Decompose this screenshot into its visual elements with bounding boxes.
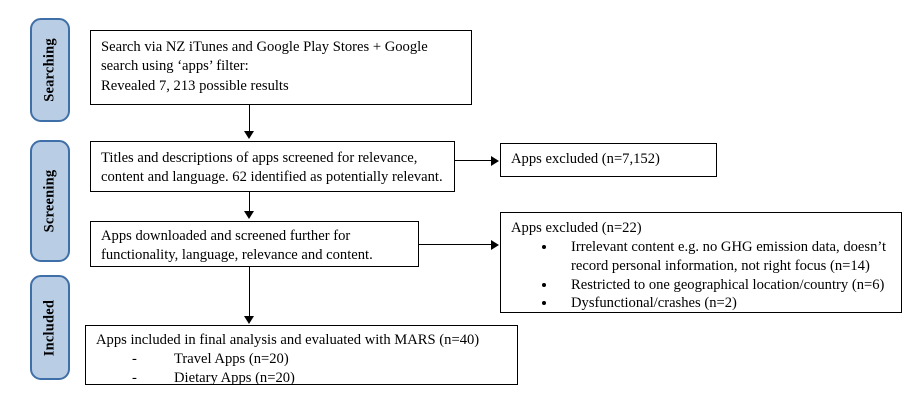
box-excluded-first-line-1: Apps excluded (n=7,152) (511, 151, 660, 167)
connector-download-to-excluded-second (419, 244, 492, 245)
box-titles-screened: Titles and descriptions of apps screened… (90, 141, 455, 192)
arrowhead-download-to-excluded-second (491, 240, 499, 250)
stage-label-included: Included (41, 299, 58, 356)
stage-pill-included: Included (30, 275, 70, 380)
connector-search-to-screening (249, 105, 250, 133)
arrowhead-screening-to-download (244, 211, 254, 219)
stage-label-screening: Screening (41, 169, 58, 233)
box-included-final: Apps included in final analysis and eval… (85, 325, 518, 388)
stage-pill-searching: Searching (30, 18, 70, 122)
box-downloaded-screened: Apps downloaded and screened further for… (90, 221, 419, 267)
box-search-line-3: Revealed 7, 213 possible results (101, 77, 289, 94)
connector-download-to-included (249, 267, 250, 317)
connector-screening-to-download (249, 192, 250, 213)
included-final-item-list: Travel Apps (n=20) Dietary Apps (n=20) (96, 350, 508, 388)
box-downloaded-screened-line-1: Apps downloaded and screened further for (101, 228, 351, 244)
list-item: Travel Apps (n=20) (132, 350, 508, 369)
stage-label-searching: Searching (41, 38, 58, 102)
list-item: Irrelevant content e.g. no GHG emission … (557, 238, 892, 275)
list-item: Restricted to one geographical location/… (557, 276, 892, 295)
arrowhead-screening-to-excluded-first (491, 156, 499, 166)
list-item: Dietary Apps (n=20) (132, 369, 508, 388)
box-excluded-second-heading: Apps excluded (n=22) (511, 220, 642, 236)
box-search: Search via NZ iTunes and Google Play Sto… (90, 30, 472, 105)
arrowhead-search-to-screening (244, 131, 254, 139)
arrowhead-download-to-included (244, 316, 254, 324)
connector-screening-to-excluded-first (455, 160, 492, 161)
box-downloaded-screened-line-2: functionality, language, relevance and c… (101, 247, 373, 264)
box-included-final-heading: Apps included in final analysis and eval… (96, 332, 480, 348)
box-search-line-2: search using ‘apps’ filter: (101, 58, 249, 75)
box-titles-screened-line-1: Titles and descriptions of apps screened… (101, 150, 418, 166)
stage-pill-screening: Screening (30, 140, 70, 262)
list-item: Dysfunctional/crashes (n=2) (557, 294, 892, 313)
box-excluded-second: Apps excluded (n=22) Irrelevant content … (500, 212, 902, 313)
excluded-second-reason-list: Irrelevant content e.g. no GHG emission … (511, 238, 892, 313)
box-excluded-first: Apps excluded (n=7,152) (500, 143, 717, 177)
box-search-line-1: Search via NZ iTunes and Google Play Sto… (101, 39, 428, 55)
box-titles-screened-line-2: content and language. 62 identified as p… (101, 169, 443, 186)
